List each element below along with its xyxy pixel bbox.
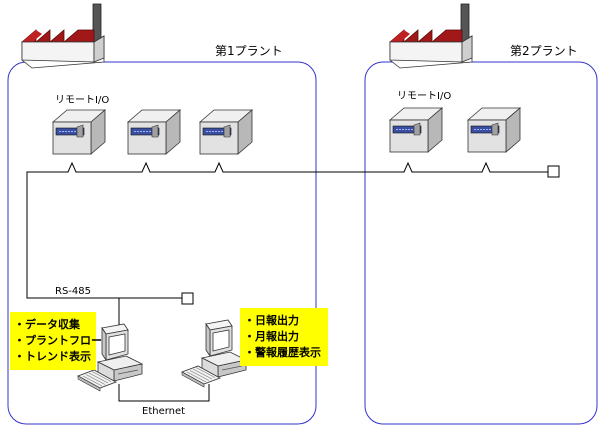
remote-io-icon-5 [467, 107, 521, 153]
plant1-label: 第1プラント [215, 44, 283, 58]
factory-icon-plant1 [21, 3, 105, 69]
plant2-io-label: リモートI/O [397, 91, 451, 102]
plant1-io-label: リモートI/O [55, 95, 109, 106]
pc-left-functions: ・データ収集 ・プラントフロー ・トレンド表示 [10, 312, 102, 370]
pc-right-functions: ・日報出力 ・月報出力 ・警報履歴表示 [240, 308, 328, 366]
factory-icon-plant2 [389, 3, 473, 69]
terminator-icon-2 [181, 292, 194, 305]
pc-right-function-2: ・月報出力 [244, 329, 299, 343]
pc-left-function-3: ・トレンド表示 [14, 349, 91, 363]
remote-io-icon-1 [52, 109, 106, 155]
remote-io-icon-4 [389, 107, 443, 153]
computer-icon-right [181, 319, 247, 388]
plant1-frame [7, 61, 317, 425]
pc-right-function-1: ・日報出力 [244, 313, 299, 327]
ethernet-label: Ethernet [142, 406, 185, 417]
pc-left-function-1: ・データ収集 [14, 317, 81, 331]
ethernet-line [118, 384, 210, 402]
rs485-bus [26, 161, 548, 330]
pc-left-function-2: ・プラントフロー [14, 333, 102, 347]
plant2-label: 第2プラント [510, 44, 578, 58]
remote-io-icon-3 [199, 109, 253, 155]
rs485-label: RS-485 [55, 286, 91, 297]
remote-io-icon-2 [127, 109, 181, 155]
terminator-icon-1 [547, 165, 560, 178]
pc-right-function-3: ・警報履歴表示 [244, 345, 321, 359]
plant2-frame [364, 61, 598, 425]
